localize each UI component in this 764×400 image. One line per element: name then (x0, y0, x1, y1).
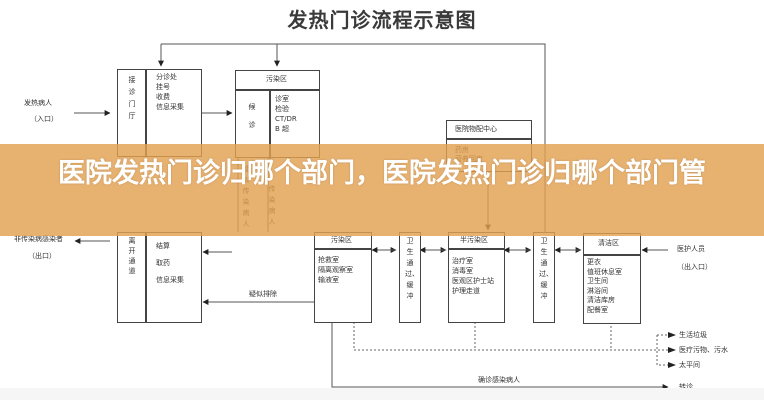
supply-center-header: 医院物配中心 (455, 125, 497, 133)
reception-side-label: 接诊门厅 (128, 76, 136, 120)
clean-zone-box (583, 233, 641, 324)
contaminated-top-header: 污染区 (266, 75, 287, 83)
waste-output-morgue: 太平间 (679, 361, 700, 369)
exit-side-label: 离开通道 (128, 237, 136, 275)
confirmed-label: 确诊感染病人 (478, 376, 520, 384)
staff-entrance-label: 医护人员 (677, 245, 705, 253)
reception-items: 分诊处挂号收费信息采集 (156, 73, 184, 111)
clean-zone-items: 更衣值班休息室卫生间淋浴间清洁库房配餐室 (587, 258, 622, 314)
patient-entrance-sub: （入口） (30, 115, 58, 123)
headline-banner (0, 144, 764, 236)
contaminated-bottom-items: 抢救室隔离观察室输液室 (318, 256, 353, 284)
waiting-side-label: 候诊 (248, 103, 256, 129)
semi-contaminated-items: 治疗室消毒室医观区护士站护理走道 (452, 257, 494, 295)
buffer-1-label: 卫生通过、缓冲 (405, 237, 419, 300)
waste-output-domestic: 生活垃圾 (679, 331, 707, 339)
patient-entrance-label: 发热病人 (24, 99, 52, 107)
exit-items: 结算取药信息采集 (156, 242, 184, 284)
bottom-strip (0, 388, 764, 400)
diagram-title: 发热门诊流程示意图 (287, 8, 477, 32)
contaminated-bottom-header: 污染区 (331, 236, 352, 244)
buffer-2-label: 卫生通过、缓冲 (539, 237, 553, 300)
patient-exit-sub: （出口） (28, 252, 56, 260)
staff-entrance-sub: （出入口） (677, 263, 712, 271)
reception-box (117, 69, 202, 157)
transfer-label: 转诊 (679, 383, 693, 391)
exit-channel-box (117, 232, 202, 323)
semi-contaminated-header: 半污染区 (460, 236, 488, 244)
contaminated-top-box (235, 70, 320, 159)
semi-contaminated-box (448, 232, 505, 323)
clean-zone-header: 清洁区 (598, 239, 619, 247)
patient-exit-label: 非传染病感染者 (14, 235, 63, 243)
ruled-out-label: 疑似排除 (249, 290, 277, 298)
headline-text: 医院发热门诊归哪个部门，医院发热门诊归哪个部门管 (58, 158, 706, 189)
waste-output-medical: 医疗污物、污水 (679, 346, 728, 354)
